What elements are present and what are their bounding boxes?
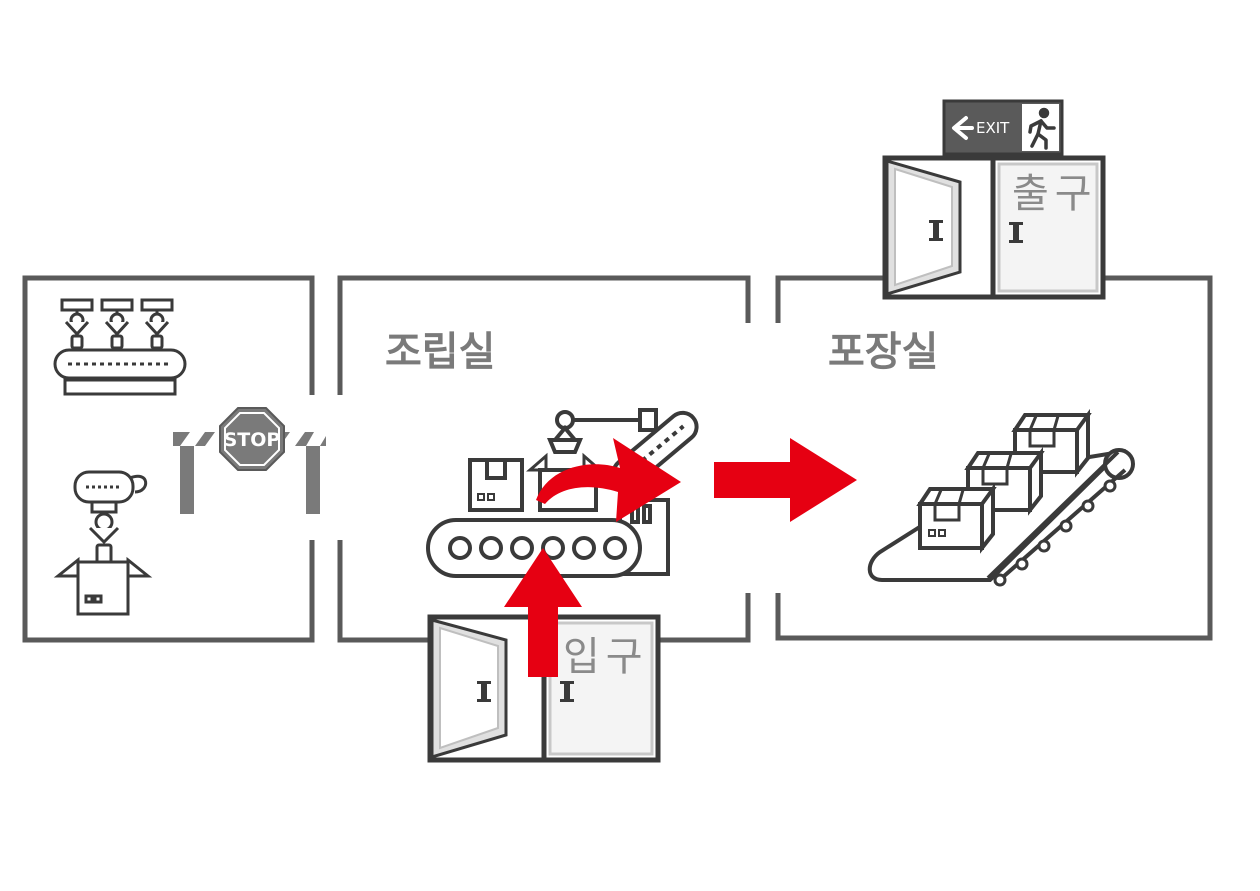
packing-room-wall-top	[775, 275, 885, 323]
running-man-icon	[1028, 107, 1056, 150]
room-walls	[22, 275, 1213, 643]
packing-room-label: 포장실	[828, 329, 938, 375]
exit-sign-text: EXIT	[976, 119, 1010, 137]
arrow-right-icon	[714, 438, 857, 522]
entrance-label: 입구	[563, 634, 649, 680]
stop-barrier: STOP	[173, 407, 326, 514]
exit-sign: EXIT	[942, 99, 1064, 156]
robot-arm-conveyor-icon	[53, 298, 187, 396]
stop-sign-icon	[219, 407, 285, 471]
assembly-room-wall-bottom	[337, 540, 430, 643]
exit-label: 출구	[1012, 171, 1098, 217]
packing-conveyor-icon	[867, 408, 1135, 587]
exit-door: 출구	[882, 155, 1106, 300]
packing-room-wall-top-right	[775, 275, 1213, 641]
arrow-curve-icon	[536, 438, 681, 522]
robot-box-packer-icon	[53, 470, 153, 616]
arrow-left-icon	[952, 116, 974, 140]
left-room-wall	[22, 275, 315, 643]
assembly-room-wall-bottom-right	[660, 593, 751, 643]
assembly-room-wall-top	[337, 275, 751, 395]
arrow-up-icon	[504, 548, 582, 677]
stop-sign-text: STOP	[224, 429, 281, 451]
assembly-room-label: 조립실	[385, 329, 495, 375]
flow-arrows	[504, 438, 857, 677]
